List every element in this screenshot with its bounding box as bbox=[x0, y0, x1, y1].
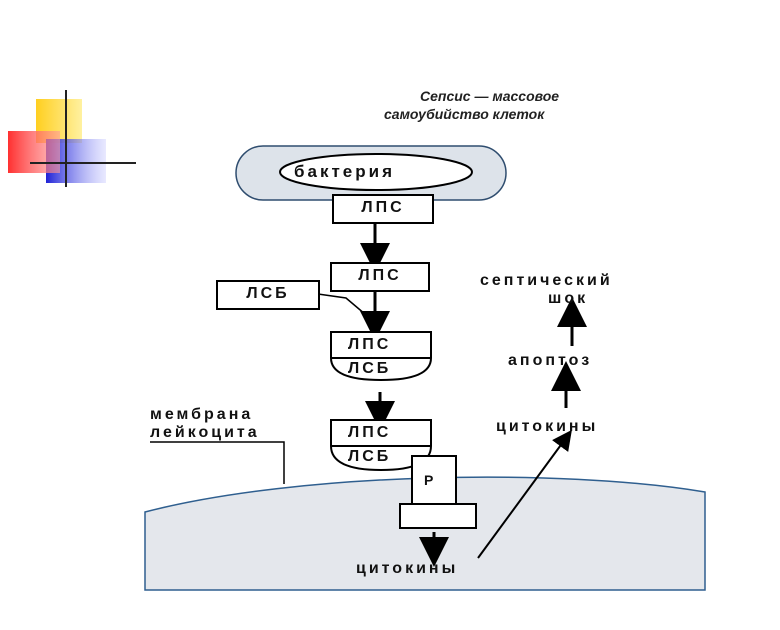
membrane-label-line2: лейкоцита bbox=[150, 424, 260, 441]
complex2-top-label: ЛПС bbox=[348, 424, 392, 441]
cytokines-bottom-label: цитокины bbox=[356, 560, 459, 577]
decorative-squares-icon bbox=[8, 90, 136, 187]
apoptosis-label: апоптоз bbox=[508, 352, 593, 369]
lps-box-mid: ЛПС bbox=[330, 262, 430, 292]
leukocyte-cell bbox=[144, 476, 706, 591]
complex1-bottom-label: ЛСБ bbox=[348, 360, 392, 377]
complex1-top-label: ЛПС bbox=[348, 336, 392, 353]
slide-title-line1: Сепсис — массовое bbox=[420, 88, 560, 104]
lps-mid-label: ЛПС bbox=[358, 267, 402, 284]
membrane-label-line1: мембрана bbox=[150, 406, 254, 423]
lsb-side-label: ЛСБ bbox=[246, 285, 290, 302]
lps-top-label: ЛПС bbox=[361, 199, 405, 216]
lsb-box-side: ЛСБ bbox=[216, 280, 320, 310]
complex2-bottom-label: ЛСБ bbox=[348, 448, 392, 465]
complex1-shape bbox=[330, 331, 432, 382]
lsb-connector bbox=[317, 293, 373, 321]
shock-label-line2: шок bbox=[548, 290, 589, 307]
shock-label-line1: септический bbox=[480, 272, 613, 289]
membrane-pointer bbox=[150, 441, 285, 484]
arrow-cytokines-long bbox=[477, 429, 572, 559]
bacteria-label: бактерия bbox=[294, 162, 395, 181]
bacteria-inner bbox=[279, 153, 473, 191]
cytokines-right-label: цитокины bbox=[496, 418, 599, 435]
receptor-head bbox=[411, 455, 457, 505]
receptor-base bbox=[399, 503, 477, 529]
lps-box-top: ЛПС bbox=[332, 194, 434, 224]
receptor-label: Р bbox=[424, 472, 434, 488]
slide-title-line2: самоубийство клеток bbox=[384, 106, 545, 122]
